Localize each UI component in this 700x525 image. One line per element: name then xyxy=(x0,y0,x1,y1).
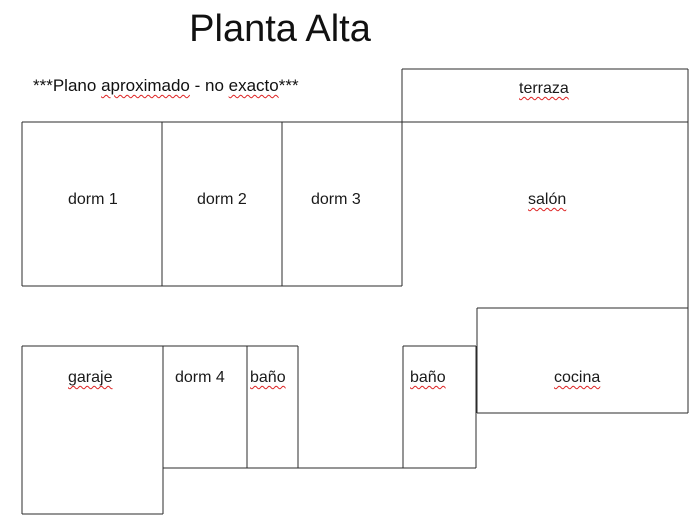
approximate-plan-note: ***Plano aproximado - no exacto*** xyxy=(33,76,299,96)
room-label-dorm-1: dorm 1 xyxy=(68,191,118,208)
room-label-bano-1: baño xyxy=(250,369,286,386)
room-label-dorm-4: dorm 4 xyxy=(175,369,225,386)
room-label-cocina: cocina xyxy=(554,369,601,386)
room-label-salon: salón xyxy=(528,191,567,208)
room-label-dorm-3: dorm 3 xyxy=(311,191,361,208)
room-label-terraza: terraza xyxy=(519,80,569,97)
room-label-bano-2: baño xyxy=(410,369,446,386)
room-label-dorm-2: dorm 2 xyxy=(197,191,247,208)
note-middle: - no xyxy=(189,76,229,95)
note-word-aproximado: aproximado xyxy=(101,76,190,95)
note-prefix: ***Plano xyxy=(33,76,102,95)
room-label-garaje: garaje xyxy=(68,369,113,386)
plan-title: Planta Alta xyxy=(189,8,371,50)
note-suffix: *** xyxy=(278,76,299,95)
note-word-exacto: exacto xyxy=(228,76,279,95)
